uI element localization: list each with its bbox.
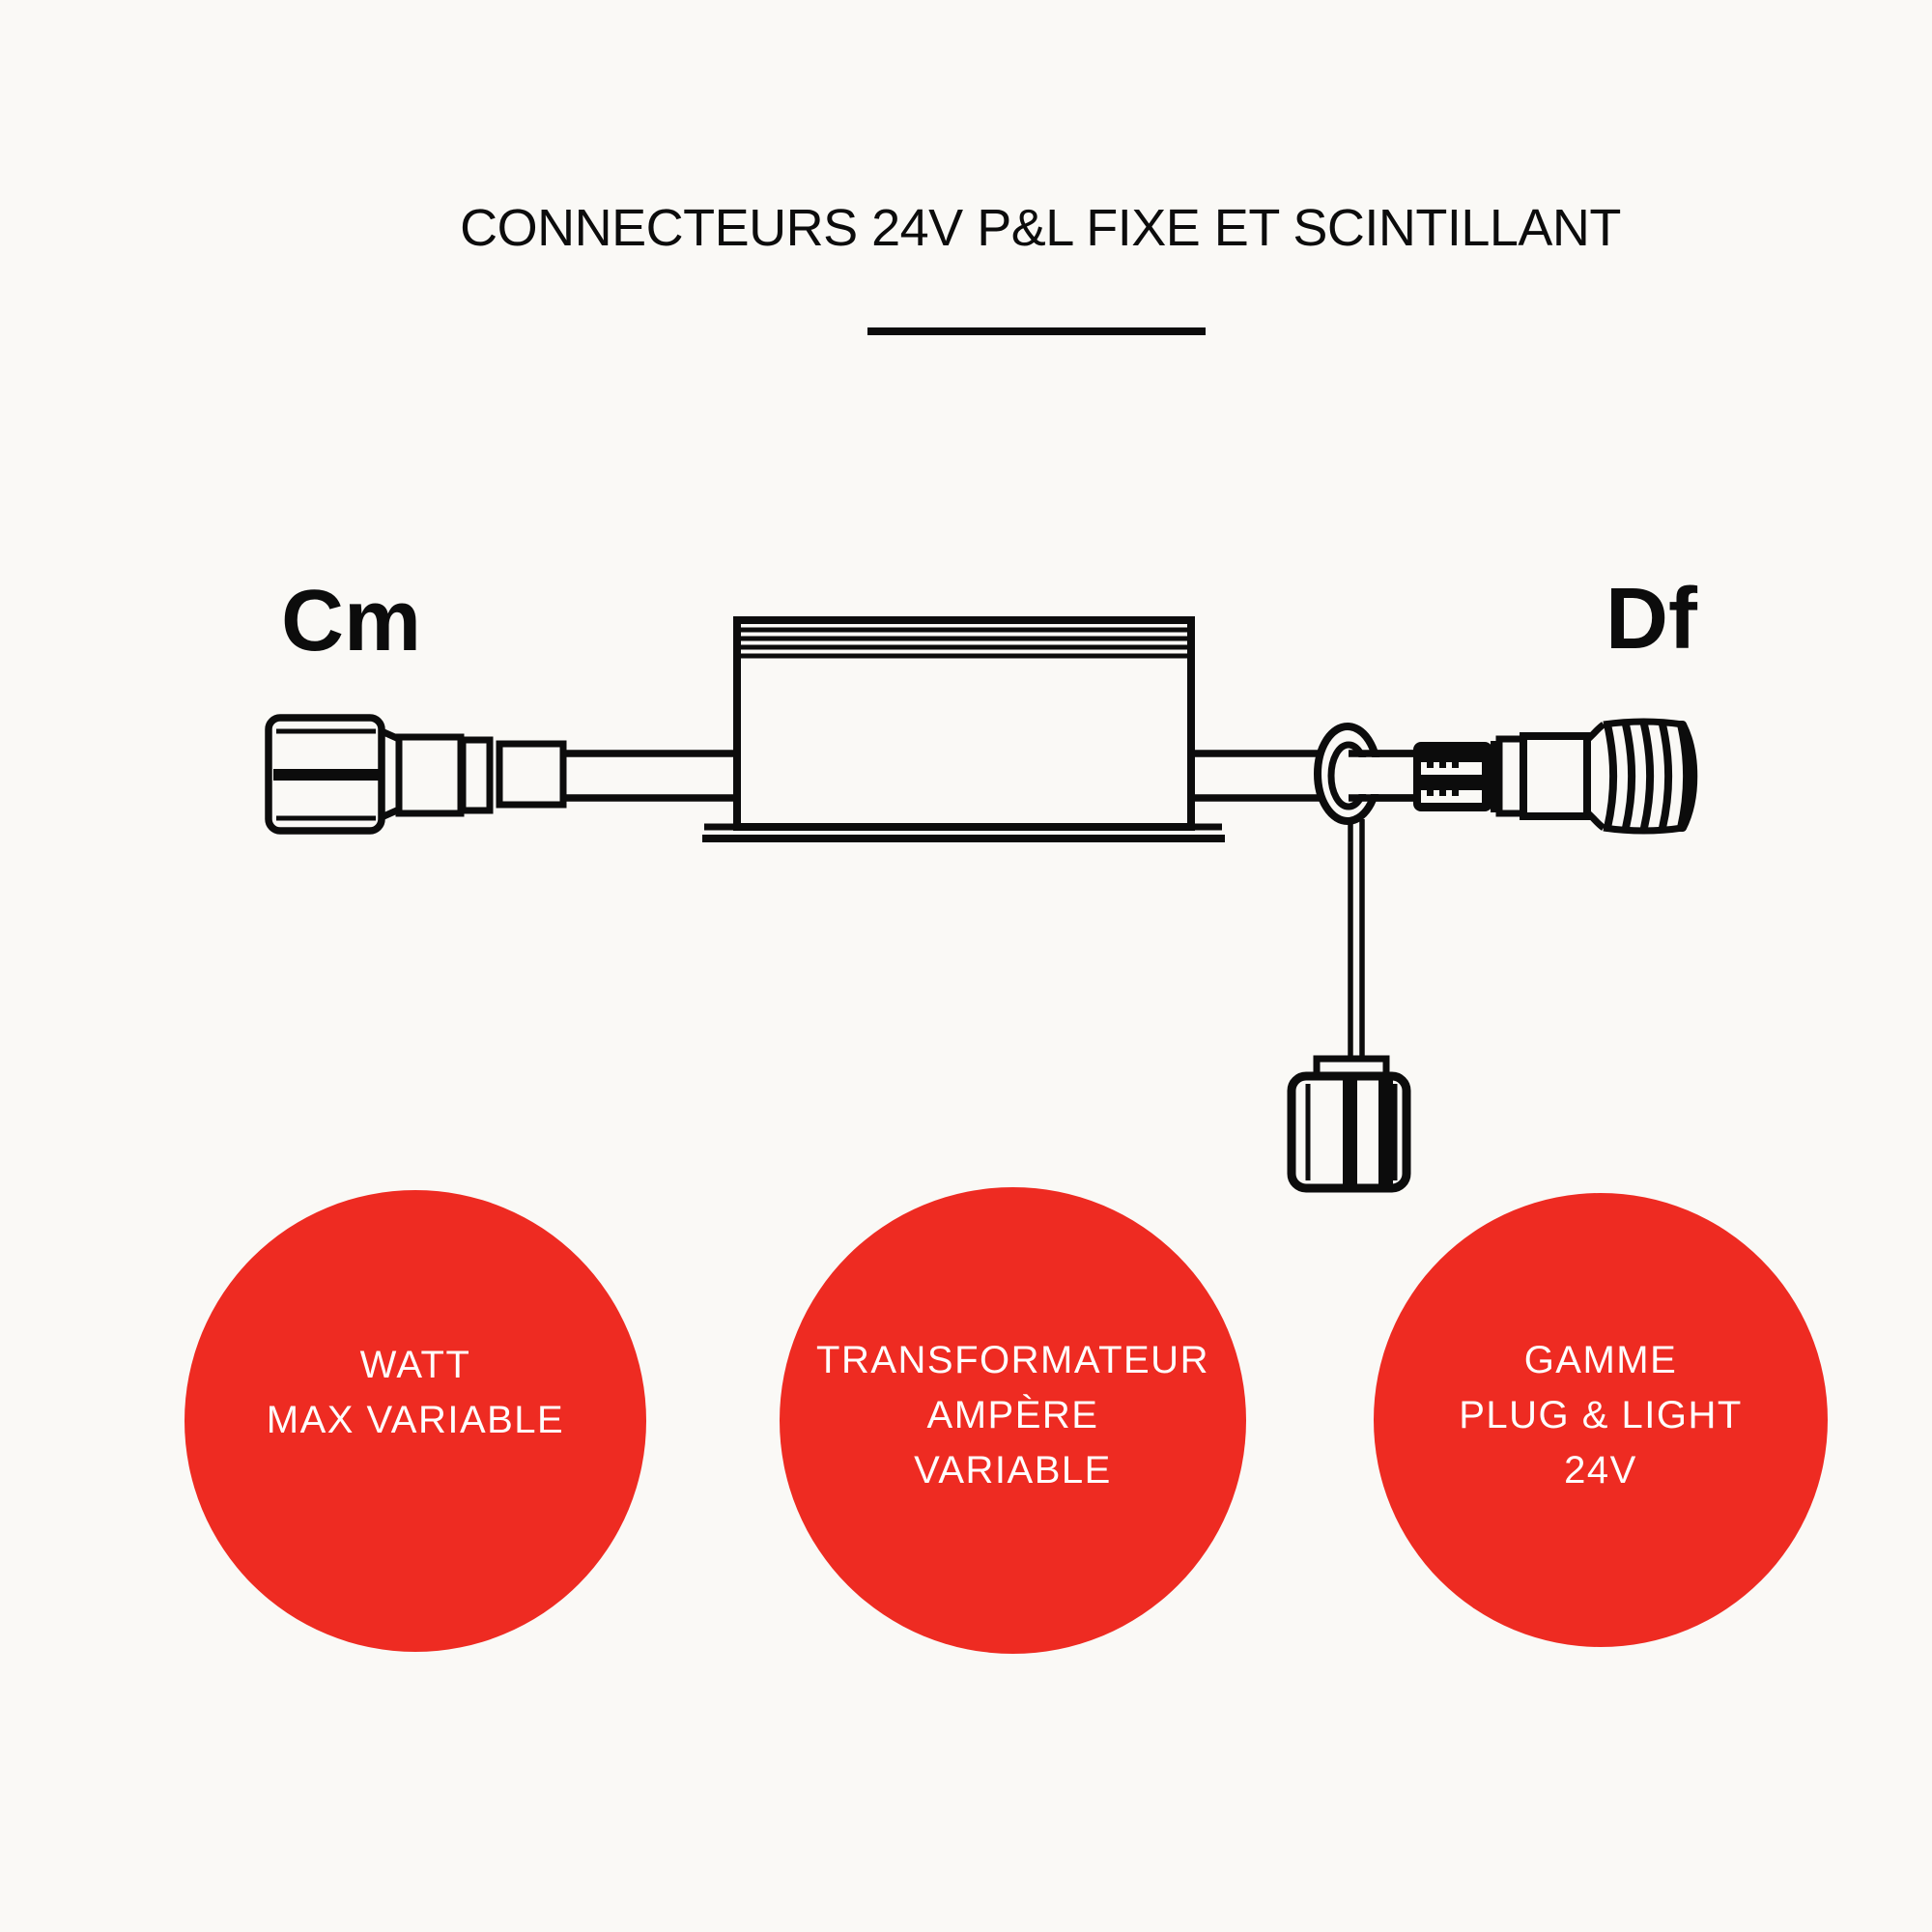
badge-line: 24V [1564, 1448, 1637, 1492]
badge-transformateur-text: TRANSFORMATEUR AMPÈRE VARIABLE [816, 1333, 1209, 1508]
title-underline [867, 327, 1206, 335]
badge-gamme-text: GAMME PLUG & LIGHT 24V [1459, 1333, 1743, 1508]
badge-line: TRANSFORMATEUR [816, 1339, 1209, 1381]
badge-watt-text: WATT MAX VARIABLE [267, 1338, 564, 1504]
badge-line: VARIABLE [914, 1449, 1112, 1492]
badge-line: PLUG & LIGHT [1459, 1393, 1743, 1436]
pendant-cap-drawing [1287, 819, 1411, 1193]
cm-connector-drawing [265, 714, 567, 835]
badge-transformateur: TRANSFORMATEUR AMPÈRE VARIABLE [780, 1187, 1246, 1654]
badge-line: GAMME [1523, 1338, 1678, 1381]
badge-watt: WATT MAX VARIABLE [185, 1190, 646, 1652]
left-cable-drawing [563, 750, 741, 802]
badge-line: MAX VARIABLE [266, 1399, 565, 1441]
df-connector-drawing [1413, 718, 1698, 835]
badge-gamme: GAMME PLUG & LIGHT 24V [1374, 1193, 1828, 1647]
connector-diagram [265, 616, 1698, 1193]
page-title: CONNECTEURS 24V P&L FIXE ET SCINTILLANT [460, 199, 1621, 257]
badge-line: WATT [359, 1344, 471, 1386]
hanging-ring-drawing [1314, 723, 1418, 825]
transformer-box-drawing [702, 616, 1225, 842]
male-connector-label: Cm [281, 573, 422, 669]
badge-line: AMPÈRE [926, 1394, 1099, 1436]
female-connector-label: Df [1605, 571, 1697, 668]
